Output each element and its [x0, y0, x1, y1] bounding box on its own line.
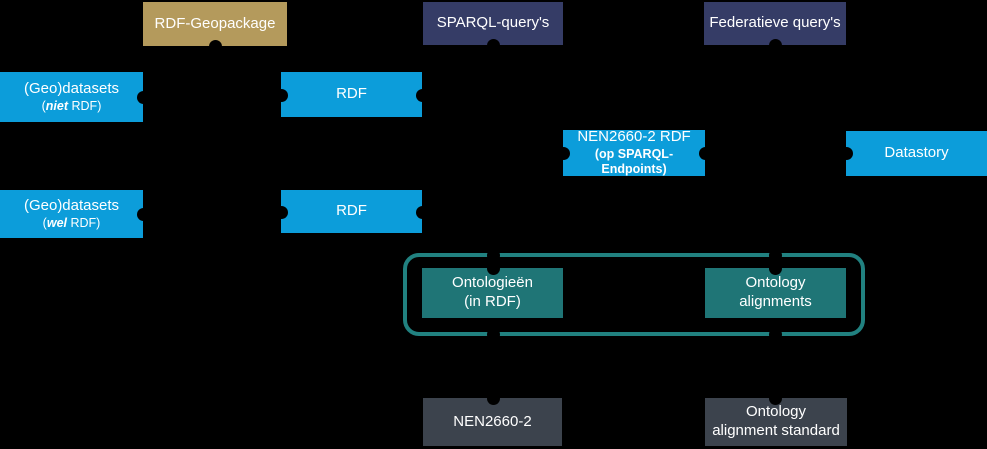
node-label: SPARQL-query's: [436, 14, 550, 32]
node-nen2660-2-rdf: NEN2660-2 RDF (op SPARQL-Endpoints): [563, 128, 705, 177]
node-geodatasets-wel-rdf: (Geo)datasets (wel RDF): [0, 190, 143, 238]
connector-dot: [768, 327, 782, 341]
connector-dot: [415, 88, 429, 102]
connector-dot: [274, 88, 288, 102]
node-federatieve-querys: Federatieve query's: [704, 2, 846, 45]
connector-dot: [768, 248, 782, 262]
node-sublabel: (wel RDF): [42, 215, 101, 230]
node-rdf-geopackage: RDF-Geopackage: [143, 2, 287, 46]
node-label: RDF: [336, 202, 367, 220]
node-sublabel: (in RDF): [464, 293, 521, 310]
connector-dot: [486, 391, 500, 405]
connector-dot: [136, 207, 150, 221]
node-nen2660-2: NEN2660-2: [423, 398, 562, 446]
connector-dot: [839, 146, 853, 160]
node-label: (Geo)datasets: [23, 196, 120, 214]
connector-dot: [768, 261, 782, 275]
connector-dot: [208, 39, 222, 53]
node-geodatasets-niet-rdf: (Geo)datasets (niet RDF): [0, 72, 143, 122]
connector-dot: [768, 38, 782, 52]
node-sublabel: (op SPARQL-Endpoints): [594, 146, 674, 177]
node-label: (Geo)datasets: [23, 79, 120, 97]
connector-dot: [556, 146, 570, 160]
node-rdf-top: RDF: [281, 72, 422, 117]
connector-dot: [415, 205, 429, 219]
connector-dot: [486, 261, 500, 275]
node-label: Ontology: [745, 403, 807, 421]
node-label: NEN2660-2 RDF: [577, 128, 691, 145]
node-label: Ontologieën: [452, 274, 533, 292]
node-label: NEN2660-2: [453, 412, 532, 430]
connector-dot: [136, 90, 150, 104]
ontology-group-outline: [403, 253, 865, 336]
node-datastory: Datastory: [846, 131, 987, 176]
connector-dot: [768, 391, 782, 405]
connector-dot: [486, 38, 500, 52]
node-sparql-querys: SPARQL-query's: [423, 2, 563, 45]
node-label: Federatieve query's: [709, 14, 841, 32]
connector-dot: [486, 327, 500, 341]
node-ontologieen-in-rdf: Ontologieën (in RDF): [422, 268, 563, 318]
connector-dot: [486, 248, 500, 262]
node-rdf-bottom: RDF: [281, 190, 422, 233]
node-label: RDF: [336, 85, 367, 103]
connector-dot: [274, 205, 288, 219]
node-label: Ontology: [745, 274, 806, 292]
node-sublabel: (niet RDF): [41, 98, 102, 113]
connector-dot: [698, 146, 712, 160]
node-label: Datastory: [884, 144, 949, 162]
node-sublabel: alignment standard: [712, 422, 840, 439]
node-ontology-alignment-standard: Ontology alignment standard: [705, 398, 847, 446]
node-label: RDF-Geopackage: [154, 14, 276, 32]
node-ontology-alignments: Ontology alignments: [705, 268, 846, 318]
node-sublabel: alignments: [739, 293, 812, 310]
